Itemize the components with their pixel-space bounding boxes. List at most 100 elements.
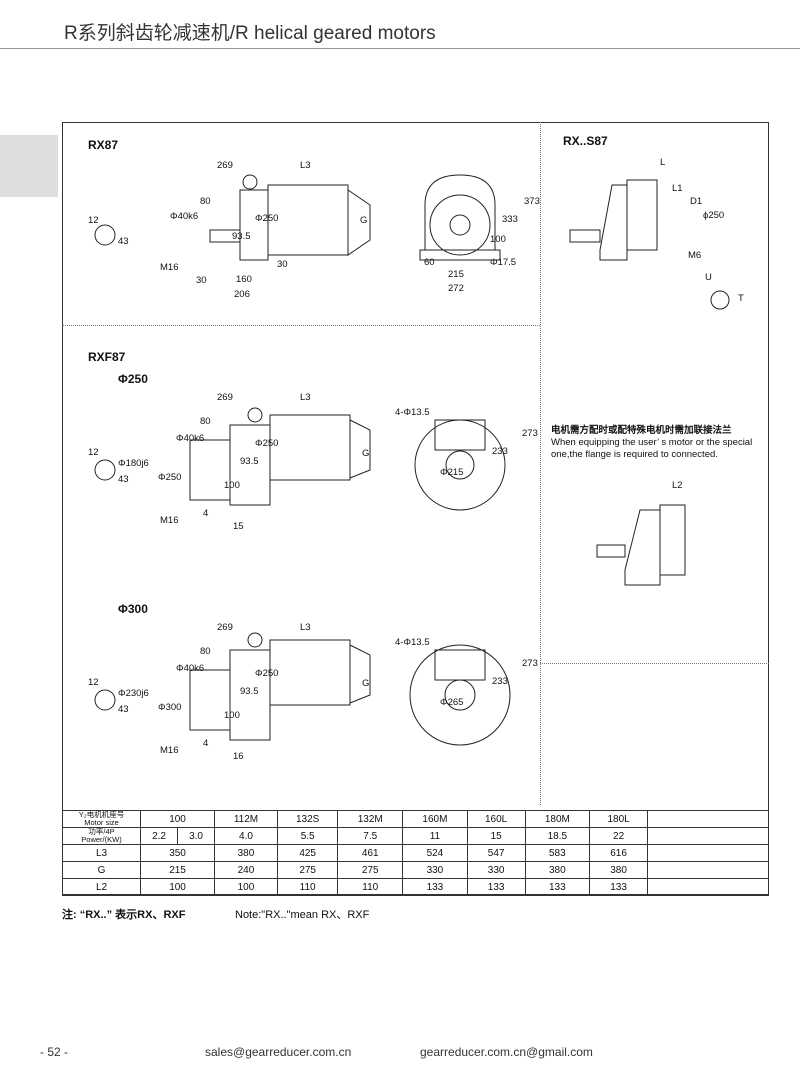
dim-label: Φ40k6 (170, 211, 199, 222)
dim-label: M16 (160, 745, 179, 756)
dim-label: L (660, 157, 666, 168)
dim-label: 4-Φ13.5 (395, 637, 430, 648)
header-divider (0, 48, 800, 49)
dim-label: Φ250 (158, 472, 182, 483)
dim-label: U (705, 272, 712, 283)
dim-label: 15 (233, 521, 244, 532)
rxs87-view (569, 179, 730, 310)
dim-label: Φ265 (440, 697, 464, 708)
dim-label: 80 (200, 416, 211, 427)
dim-label: 12 (88, 677, 99, 688)
dim-label: L3 (300, 392, 311, 403)
note-en: Note:"RX.."mean RX、RXF (235, 909, 370, 921)
dim-label: 30 (277, 259, 288, 270)
product-thumbnail (0, 135, 58, 197)
dim-label: Φ40k6 (176, 433, 205, 444)
dim-label: 206 (234, 289, 250, 300)
dim-label: Φ300 (158, 702, 182, 713)
dim-label: 93.5 (240, 456, 259, 467)
dim-label: Φ180j6 (118, 458, 149, 469)
dim-label: 333 (502, 214, 518, 225)
rxf87-250-front-view (414, 419, 506, 511)
dim-label: 93.5 (232, 231, 251, 242)
dim-label: 4-Φ13.5 (395, 407, 430, 418)
dim-label: 16 (233, 751, 244, 762)
dim-label: 233 (492, 676, 508, 687)
dim-label: 273 (522, 428, 538, 439)
dim-label: 269 (217, 160, 233, 171)
rx87-side-view (94, 174, 371, 261)
dim-label: Φ230j6 (118, 688, 149, 699)
flange-note-en: When equipping the user’ s motor or the … (551, 437, 753, 460)
note-cn: 注: “RX..” 表示RX、RXF (62, 909, 186, 921)
dim-label: L3 (300, 622, 311, 633)
dim-label: 80 (200, 196, 211, 207)
dim-label: M16 (160, 262, 179, 273)
rxf87-title: RXF87 (88, 350, 126, 364)
dim-label: 80 (200, 646, 211, 657)
dim-label: 43 (118, 236, 129, 247)
dim-label: 160 (236, 274, 252, 285)
dim-label: M16 (160, 515, 179, 526)
dim-label: 43 (118, 474, 129, 485)
dim-label: 100 (490, 234, 506, 245)
dim-label: 373 (524, 196, 540, 207)
dim-label: Φ215 (440, 467, 464, 478)
section-divider (540, 663, 769, 664)
page-number: - 52 - (40, 1045, 69, 1059)
dim-label: 43 (118, 704, 129, 715)
dim-label: M6 (688, 250, 702, 261)
dim-label: Φ250 (255, 213, 279, 224)
dim-label: 93.5 (240, 686, 259, 697)
dim-label: Φ250 (255, 668, 279, 679)
rxf87-300-side-view (94, 632, 371, 741)
flange-note-cn: 电机需方配时或配特殊电机时需加联接法兰 (551, 425, 732, 436)
page-title: R系列斜齿轮减速机/R helical geared motors (64, 23, 436, 44)
vertical-divider (540, 122, 541, 805)
dim-label: L2 (672, 480, 683, 491)
rxs87-title: RX..S87 (563, 134, 608, 148)
dim-label: G (362, 678, 370, 689)
dim-label: 4 (203, 508, 209, 519)
dim-label: ϕ250 (703, 210, 725, 221)
technical-drawings (94, 174, 730, 746)
rxf87-250-subtitle: Φ250 (118, 372, 148, 386)
dim-label: 100 (224, 480, 240, 491)
dim-label: 269 (217, 392, 233, 403)
dim-label: 273 (522, 658, 538, 669)
section-divider (62, 325, 540, 326)
dim-label: 30 (196, 275, 207, 286)
dim-label: G (362, 448, 370, 459)
dim-label: 4 (203, 738, 209, 749)
dim-label: L1 (672, 183, 683, 194)
dim-label: G (360, 215, 368, 226)
footer-email[interactable]: sales@gearreducer.com.cn (205, 1045, 352, 1059)
dim-label: 12 (88, 215, 99, 226)
rx87-front-view (419, 174, 501, 261)
dim-label: Φ40k6 (176, 663, 205, 674)
dim-label: 60 (424, 257, 435, 268)
dim-label: T (738, 293, 744, 304)
rx87-title: RX87 (88, 138, 119, 152)
dim-label: 215 (448, 269, 464, 280)
dim-label: 272 (448, 283, 464, 294)
flange-note: 电机需方配时或配特殊电机时需加联接法兰 When equipping the u… (551, 425, 766, 461)
footer-email-2[interactable]: gearreducer.com.cn@gmail.com (420, 1045, 593, 1059)
dim-label: D1 (690, 196, 703, 207)
dim-label: L3 (300, 160, 311, 171)
dim-label: Φ17.5 (490, 257, 517, 268)
dim-label: 269 (217, 622, 233, 633)
dim-label: 12 (88, 447, 99, 458)
rxf87-300-subtitle: Φ300 (118, 602, 148, 616)
dim-label: 100 (224, 710, 240, 721)
dim-label: Φ250 (255, 438, 279, 449)
flange-view (596, 504, 686, 586)
rxf87-300-front-view (409, 644, 511, 746)
